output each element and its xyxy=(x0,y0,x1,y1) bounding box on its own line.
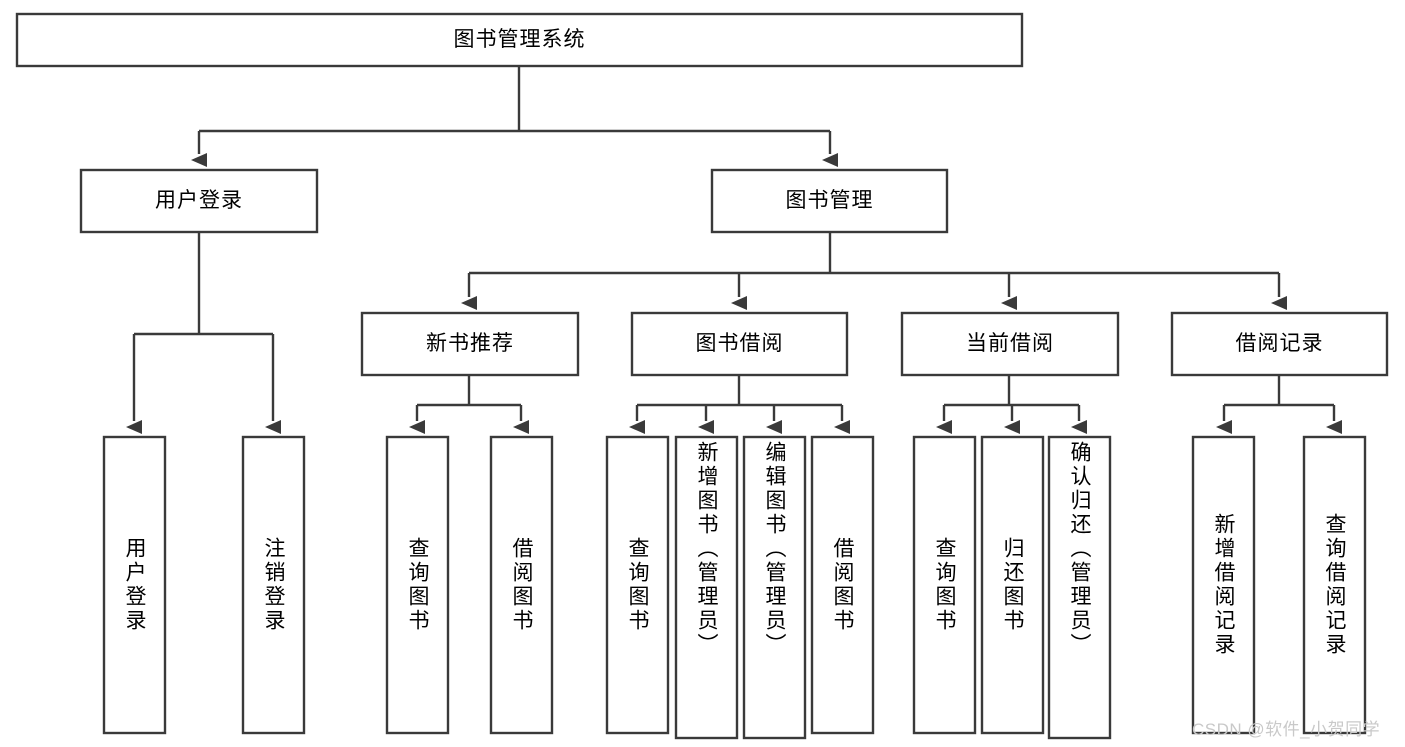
node-rect-leaf-user-login-1[interactable] xyxy=(102,435,167,735)
node-rect-new-book-recommend[interactable] xyxy=(360,311,580,377)
node-rect-leaf-current-borrow-1[interactable] xyxy=(912,435,977,735)
node-rect-leaf-borrow-record-1[interactable] xyxy=(1191,435,1256,735)
node-rect-leaf-current-borrow-3[interactable] xyxy=(1047,435,1112,740)
node-rect-leaf-user-login-2[interactable] xyxy=(241,435,306,735)
node-rect-user-login[interactable] xyxy=(79,168,319,234)
node-rect-leaf-book-borrow-3[interactable] xyxy=(742,435,807,740)
node-rect-leaf-new-book-2[interactable] xyxy=(489,435,554,735)
node-rect-book-borrow[interactable] xyxy=(630,311,849,377)
node-rect-leaf-book-borrow-1[interactable] xyxy=(605,435,670,735)
node-rect-borrow-record[interactable] xyxy=(1170,311,1389,377)
node-rect-leaf-new-book-1[interactable] xyxy=(385,435,450,735)
node-rect-leaf-borrow-record-2[interactable] xyxy=(1302,435,1367,735)
node-rect-leaf-current-borrow-2[interactable] xyxy=(980,435,1045,735)
node-rect-root[interactable] xyxy=(15,12,1024,68)
node-rect-book-manage[interactable] xyxy=(710,168,949,234)
node-rect-leaf-book-borrow-2[interactable] xyxy=(674,435,739,740)
watermark-text: CSDN @软件_小贺同学 xyxy=(1192,720,1381,739)
node-rect-current-borrow[interactable] xyxy=(900,311,1120,377)
node-rect-leaf-book-borrow-4[interactable] xyxy=(810,435,875,735)
